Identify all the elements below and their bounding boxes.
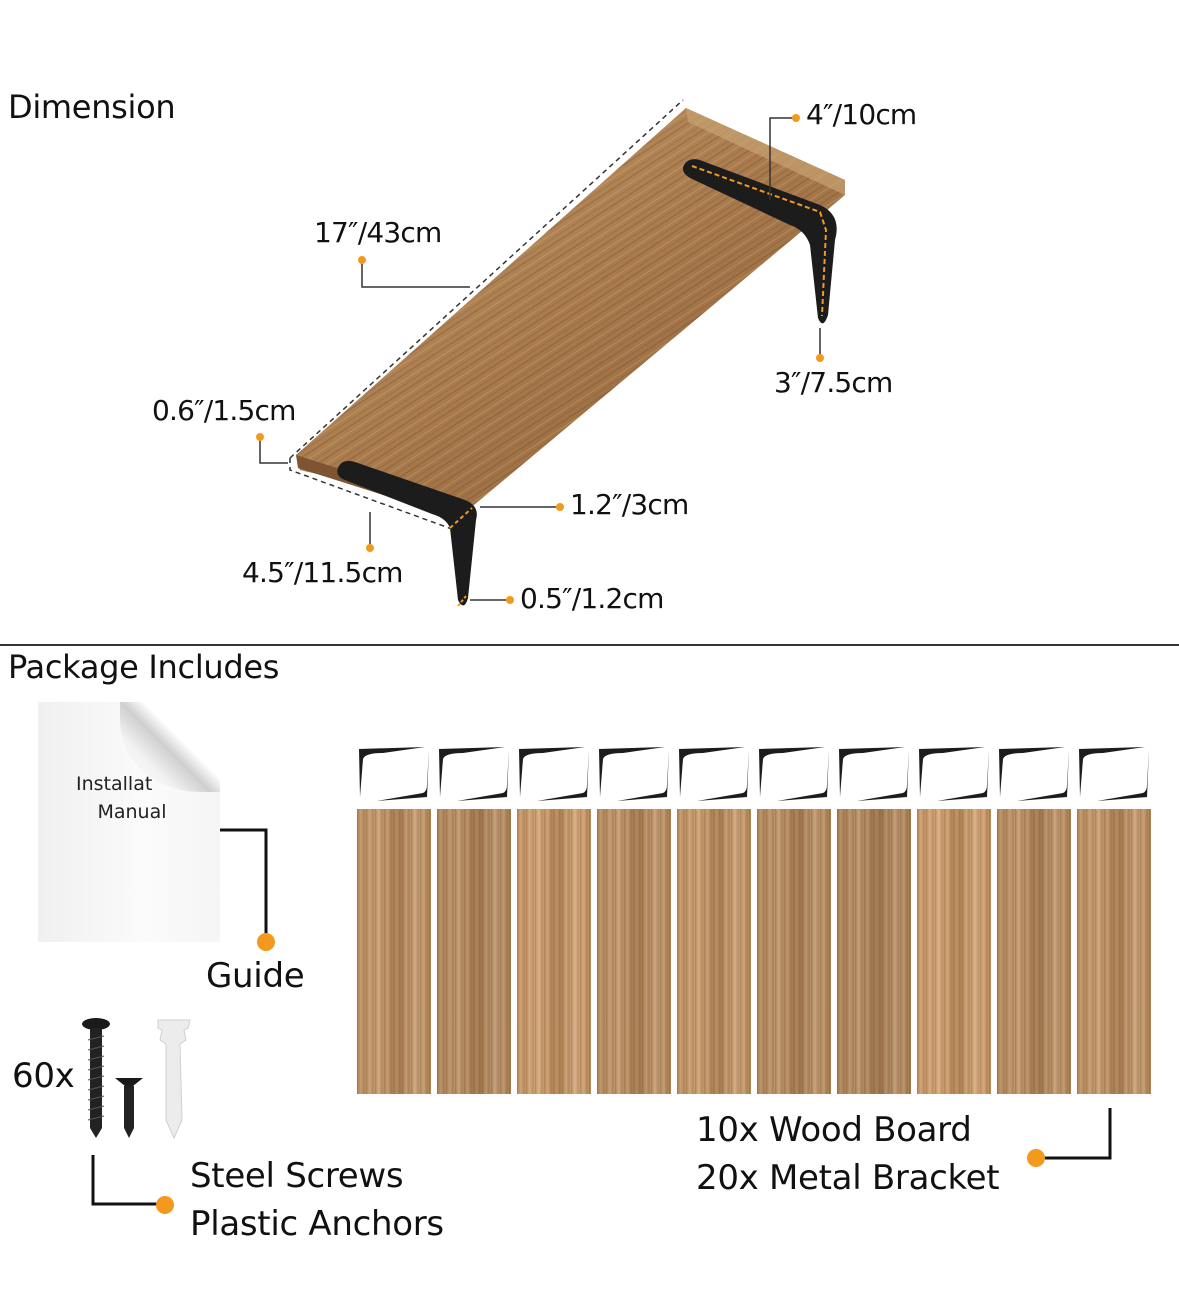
boards-line1: 10x Wood Board bbox=[696, 1110, 972, 1150]
boards-line2: 20x Metal Bracket bbox=[696, 1158, 1000, 1198]
wood-board bbox=[1077, 809, 1151, 1094]
wood-board bbox=[437, 809, 511, 1094]
bracket-icon bbox=[839, 747, 909, 801]
hardware-line1: Steel Screws bbox=[190, 1156, 404, 1196]
board-set bbox=[837, 745, 911, 1095]
board-set bbox=[357, 745, 431, 1095]
board-set bbox=[517, 745, 591, 1095]
section-divider bbox=[0, 644, 1179, 646]
short-screw-icon bbox=[115, 1078, 143, 1138]
bracket-icon bbox=[759, 747, 829, 801]
bracket-left-icon bbox=[337, 460, 477, 607]
bracket-icon bbox=[359, 747, 429, 801]
board-set bbox=[917, 745, 991, 1095]
manual-line2: Manual bbox=[97, 801, 167, 823]
dimension-thickness: 0.6″/1.5cm bbox=[152, 394, 296, 427]
board-set bbox=[1077, 745, 1151, 1095]
wood-board bbox=[837, 809, 911, 1094]
manual-text: Installat Manual bbox=[62, 770, 202, 826]
board-set bbox=[997, 745, 1071, 1095]
plastic-anchor-icon bbox=[157, 1019, 191, 1140]
bracket-icon bbox=[599, 747, 669, 801]
wood-board bbox=[997, 809, 1071, 1094]
long-screw-icon bbox=[82, 1018, 110, 1138]
wood-board bbox=[517, 809, 591, 1094]
wood-board bbox=[357, 809, 431, 1094]
board-set bbox=[677, 745, 751, 1095]
dimension-depth: 4.5″/11.5cm bbox=[242, 556, 403, 589]
boards-grid bbox=[357, 745, 1151, 1095]
bracket-right-icon bbox=[682, 159, 837, 324]
manual-line1: Installat bbox=[76, 773, 153, 795]
bracket-icon bbox=[679, 747, 749, 801]
bracket-icon bbox=[999, 747, 1069, 801]
bracket-icon bbox=[519, 747, 589, 801]
wood-board bbox=[677, 809, 751, 1094]
bracket-icon bbox=[919, 747, 989, 801]
board-set bbox=[437, 745, 511, 1095]
dimension-bracket-thickness: 0.5″/1.2cm bbox=[520, 582, 664, 615]
dimension-length: 17″/43cm bbox=[314, 216, 442, 249]
dimension-title: Dimension bbox=[8, 88, 176, 126]
wood-board bbox=[597, 809, 671, 1094]
dimension-bracket-width: 1.2″/3cm bbox=[570, 488, 689, 521]
board-set bbox=[757, 745, 831, 1095]
bracket-icon bbox=[1079, 747, 1149, 801]
dimension-bracket-top: 4″/10cm bbox=[806, 98, 917, 131]
dimension-bracket-side: 3″/7.5cm bbox=[774, 366, 893, 399]
board-set bbox=[597, 745, 671, 1095]
bracket-icon bbox=[439, 747, 509, 801]
guide-label: Guide bbox=[206, 956, 305, 996]
hardware-line2: Plastic Anchors bbox=[190, 1204, 444, 1244]
wood-board bbox=[757, 809, 831, 1094]
package-title: Package Includes bbox=[8, 648, 280, 686]
wood-board bbox=[917, 809, 991, 1094]
hardware-count: 60x bbox=[12, 1056, 75, 1096]
